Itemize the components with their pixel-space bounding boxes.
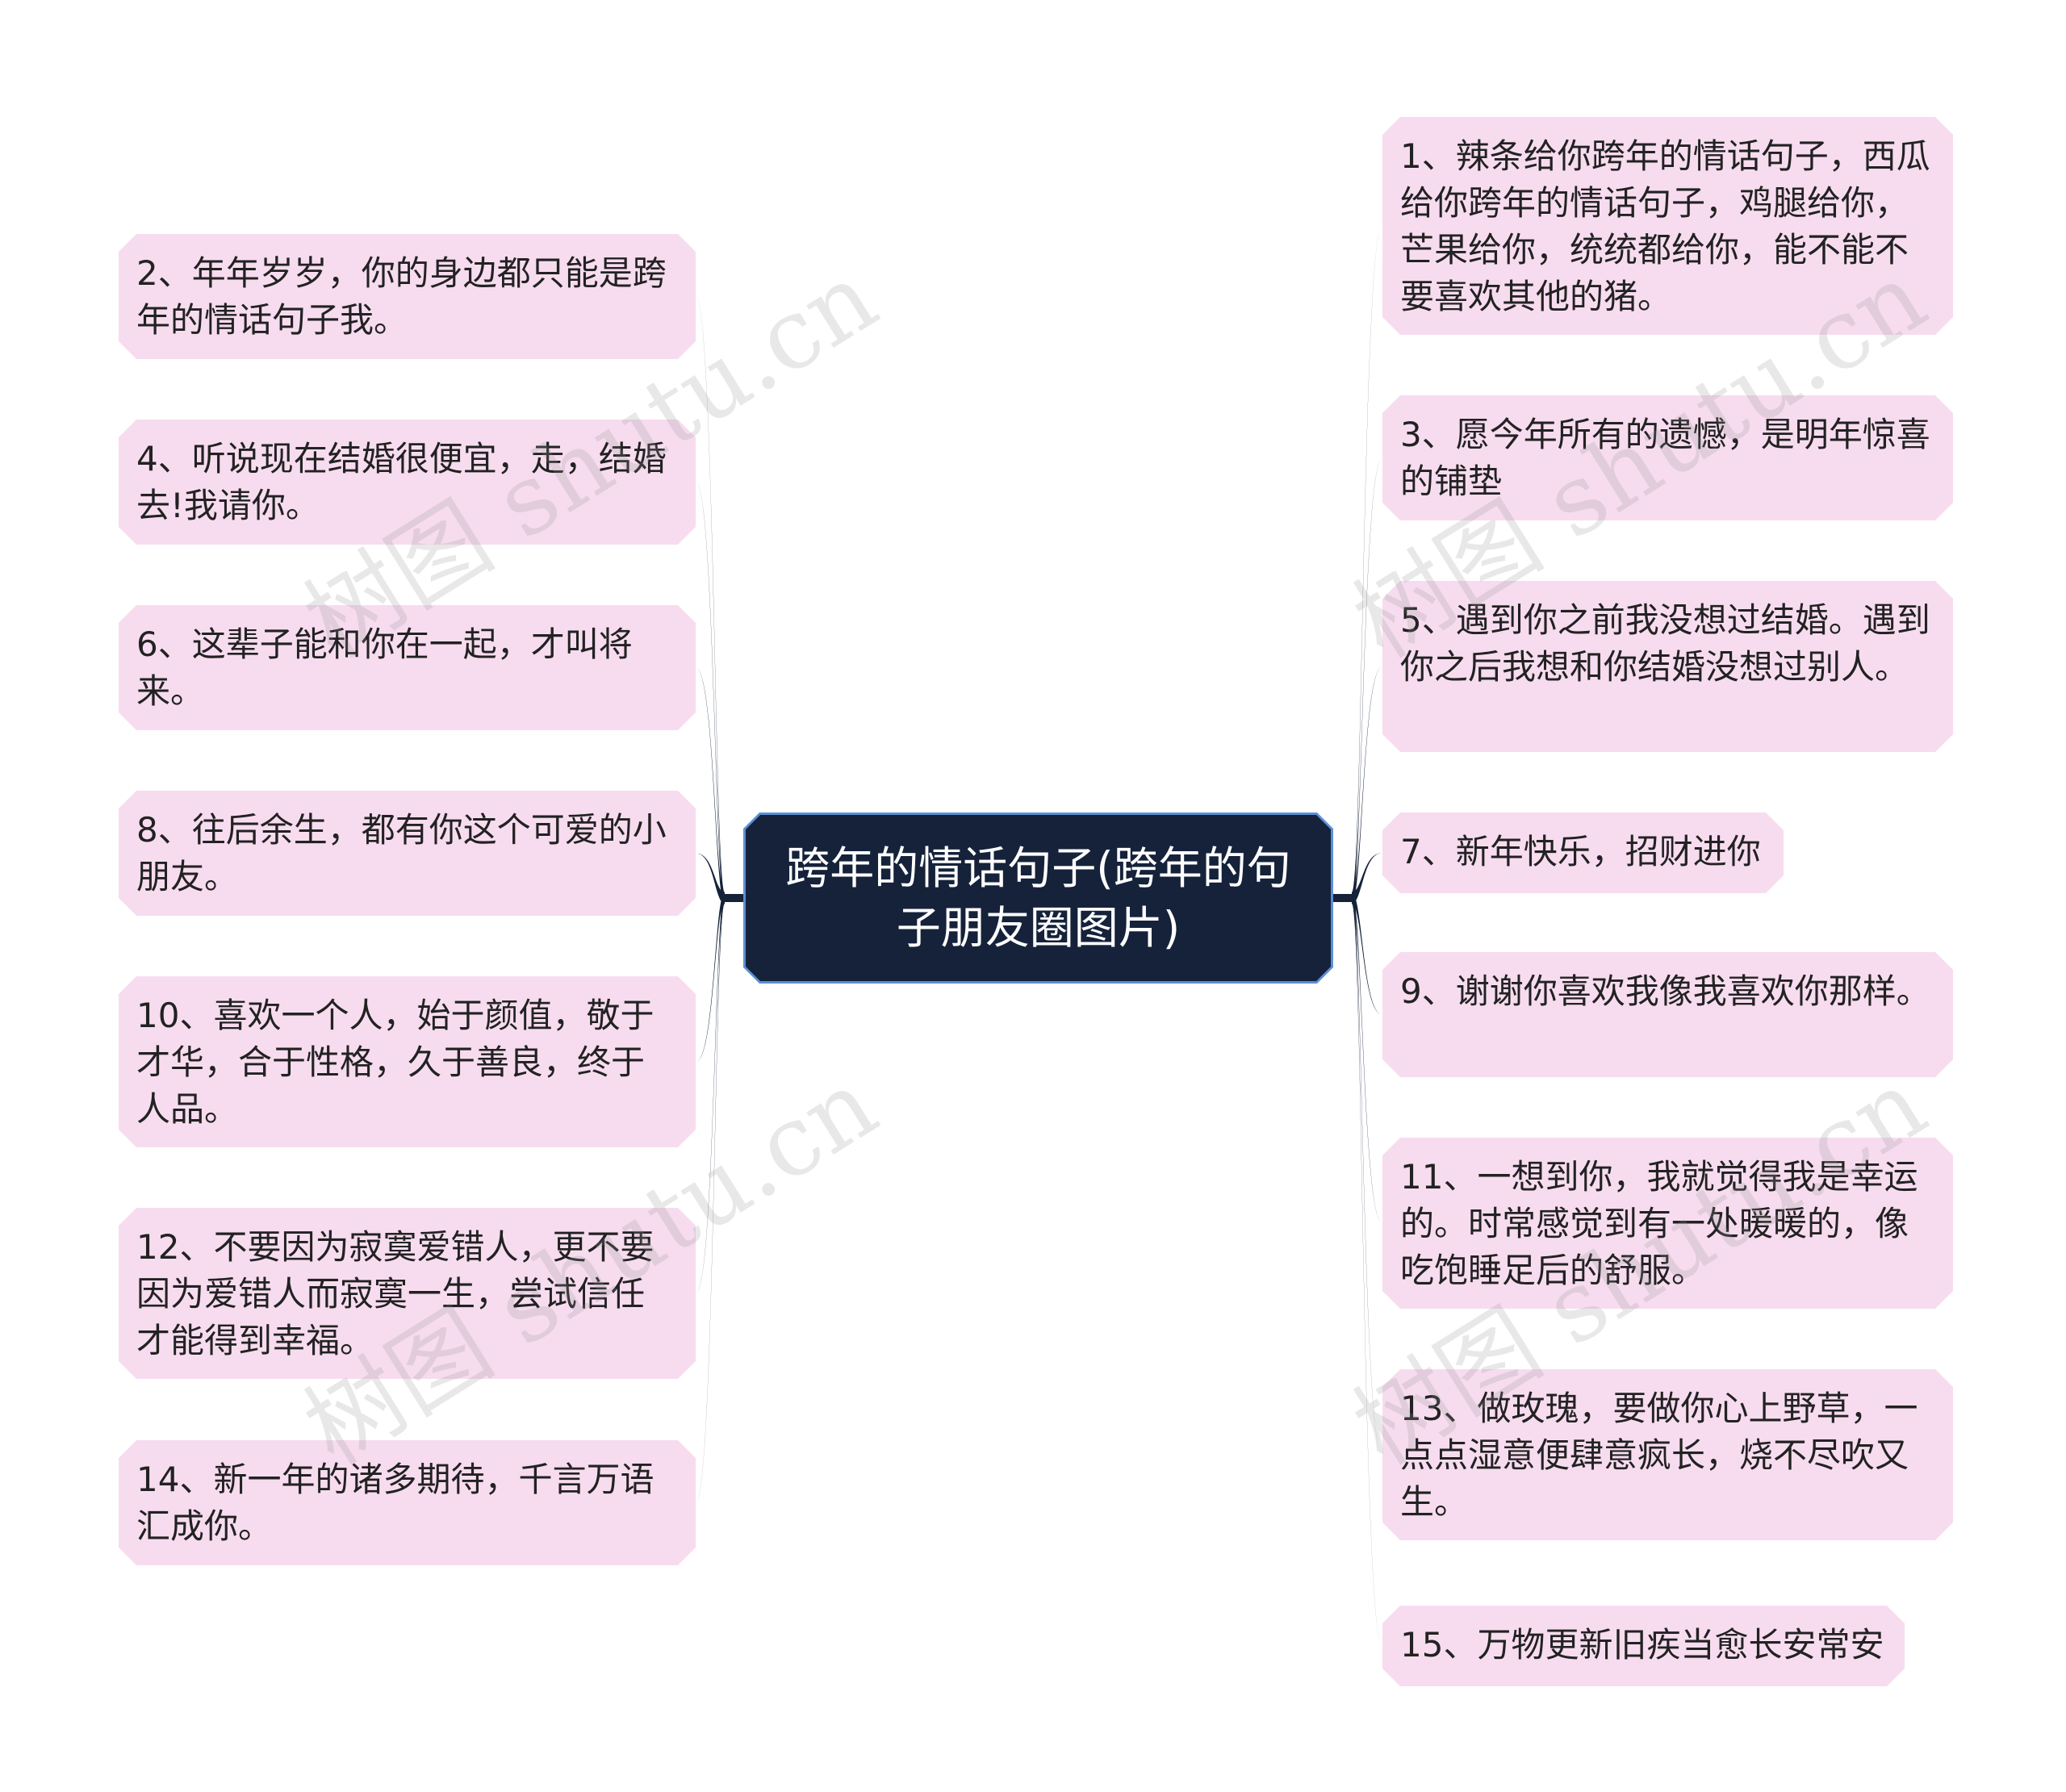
- left-stub: [722, 894, 745, 902]
- link-left-5: [696, 892, 725, 1293]
- link-left-3: [696, 853, 725, 904]
- left-node-10[interactable]: 10、喜欢一个人，始于颜值，敬于才华，合于性格，久于善良，终于人品。: [119, 976, 696, 1147]
- link-left-1: [696, 482, 725, 904]
- right-node-3[interactable]: 3、愿今年所有的遗憾，是明年惊喜的铺垫: [1382, 395, 1953, 520]
- link-left-0: [696, 296, 725, 904]
- central-topic[interactable]: 跨年的情话句子(跨年的句子朋友圈图片): [743, 812, 1333, 984]
- link-right-4: [1352, 892, 1382, 1015]
- link-left-2: [696, 667, 725, 904]
- right-node-5[interactable]: 5、遇到你之前我没想过结婚。遇到你之后我想和你结婚没想过别人。: [1382, 581, 1953, 752]
- left-node-8[interactable]: 8、往后余生，都有你这个可爱的小朋友。: [119, 791, 696, 916]
- right-node-15[interactable]: 15、万物更新旧疾当愈长安常安: [1382, 1606, 1905, 1686]
- link-right-7: [1352, 892, 1382, 1646]
- left-node-2[interactable]: 2、年年岁岁，你的身边都只能是跨年的情话句子我。: [119, 234, 696, 359]
- link-left-6: [696, 892, 725, 1503]
- right-node-9[interactable]: 9、谢谢你喜欢我像我喜欢你那样。: [1382, 952, 1953, 1077]
- link-right-2: [1352, 666, 1382, 904]
- link-right-1: [1352, 457, 1382, 904]
- left-node-6[interactable]: 6、这辈子能和你在一起，才叫将来。: [119, 605, 696, 730]
- left-node-12[interactable]: 12、不要因为寂寞爱错人，更不要因为爱错人而寂寞一生，尝试信任才能得到幸福。: [119, 1208, 696, 1379]
- right-node-7[interactable]: 7、新年快乐，招财进你: [1382, 812, 1784, 893]
- link-right-3: [1352, 853, 1382, 904]
- right-node-11[interactable]: 11、一想到你，我就觉得我是幸运的。时常感觉到有一处暖暖的，像吃饱睡足后的舒服。: [1382, 1138, 1953, 1309]
- link-right-0: [1352, 226, 1382, 904]
- right-node-1[interactable]: 1、辣条给你跨年的情话句子，西瓜给你跨年的情话句子，鸡腿给你，芒果给你，统统都给…: [1382, 117, 1953, 335]
- central-topic-title: 跨年的情话句子(跨年的句子朋友圈图片): [746, 815, 1331, 981]
- right-stub: [1332, 894, 1354, 902]
- left-node-4[interactable]: 4、听说现在结婚很便宜，走，结婚去!我请你。: [119, 420, 696, 545]
- right-node-13[interactable]: 13、做玫瑰，要做你心上野草，一点点湿意便肆意疯长，烧不尽吹又生。: [1382, 1369, 1953, 1540]
- link-left-4: [696, 892, 725, 1062]
- link-right-6: [1352, 892, 1382, 1455]
- left-node-14[interactable]: 14、新一年的诸多期待，千言万语汇成你。: [119, 1440, 696, 1565]
